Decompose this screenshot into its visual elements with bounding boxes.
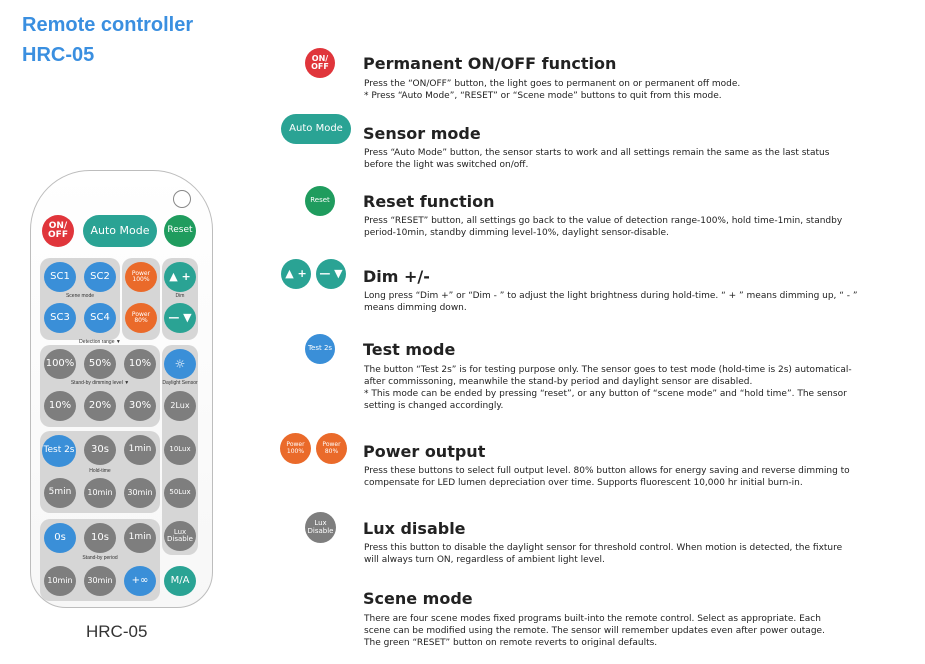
standby-10min-button[interactable]: 10min	[44, 566, 76, 596]
standby-infinite-button[interactable]: +∞	[124, 566, 156, 596]
lux-50-button[interactable]: 50Lux	[164, 478, 196, 508]
section-title-reset: Reset function	[363, 192, 495, 211]
detection-100-button[interactable]: 100%	[44, 349, 76, 379]
manual-auto-button[interactable]: M/A	[164, 566, 196, 596]
section-title-scene: Scene mode	[363, 589, 473, 608]
section-body-sensor: Press “Auto Mode” button, the sensor sta…	[364, 148, 830, 170]
lux-disable-button[interactable]: Lux Disable	[164, 521, 196, 551]
dim-label: Dim	[175, 293, 185, 299]
lux-2-button[interactable]: 2Lux	[164, 391, 196, 421]
standby-period-label: Stand-by period	[82, 555, 118, 561]
section-body-power: Press these buttons to select full outpu…	[364, 466, 850, 488]
power-100-button[interactable]: Power 100%	[125, 262, 157, 292]
power-80-icon: Power 80%	[316, 433, 347, 464]
scene-mode-label: Scene mode	[65, 293, 95, 299]
standby-dim-20-button[interactable]: 20%	[84, 391, 116, 421]
section-body-dim: Long press “Dim +” or “Dim - ” to adjust…	[364, 291, 858, 313]
lux-disable-icon: Lux Disable	[305, 512, 336, 543]
dim-up-icon: ▲ +	[281, 259, 311, 289]
on-off-icon: ON/ OFF	[305, 48, 335, 78]
lux-10-button[interactable]: 10Lux	[164, 435, 196, 465]
sun-icon: ☼	[174, 356, 186, 371]
detection-50-button[interactable]: 50%	[84, 349, 116, 379]
power-80-button[interactable]: Power 80%	[125, 303, 157, 333]
standby-dim-30-button[interactable]: 30%	[124, 391, 156, 421]
daylight-sensor-label: Daylight Sensor	[162, 380, 198, 386]
standby-0s-button[interactable]: 0s	[44, 523, 76, 553]
detection-10-button[interactable]: 10%	[124, 349, 156, 379]
section-body-lux: Press this button to disable the dayligh…	[364, 543, 843, 565]
auto-mode-icon: Auto Mode	[281, 114, 351, 144]
reset-icon: Reset	[305, 186, 335, 216]
standby-dim-10-button[interactable]: 10%	[44, 391, 76, 421]
section-title-lux: Lux disable	[363, 519, 466, 538]
model-title: HRC-05	[22, 44, 95, 66]
section-title-power: Power output	[363, 442, 486, 461]
detection-range-label: Detection range ▼	[79, 339, 121, 345]
scene-3-button[interactable]: SC3	[44, 303, 76, 333]
ir-sensor-icon	[173, 190, 191, 208]
section-body-scene: There are four scene modes fixed program…	[364, 614, 825, 648]
scene-1-button[interactable]: SC1	[44, 262, 76, 292]
daylight-sensor-button[interactable]: ☼	[164, 349, 196, 379]
section-body-permanent: Press the “ON/OFF” button, the light goe…	[364, 79, 741, 101]
section-title-permanent: Permanent ON/OFF function	[363, 54, 617, 73]
hold-1min-button[interactable]: 1min	[124, 435, 156, 465]
hold-30s-button[interactable]: 30s	[84, 435, 116, 465]
scene-2-button[interactable]: SC2	[84, 262, 116, 292]
page-title: Remote controller	[22, 14, 194, 36]
scene-4-button[interactable]: SC4	[84, 303, 116, 333]
hold-10min-button[interactable]: 10min	[84, 478, 116, 508]
section-title-dim: Dim +/-	[363, 267, 430, 286]
standby-dimming-label: Stand-by dimming level ▼	[70, 380, 130, 386]
dim-down-icon: — ▼	[316, 259, 346, 289]
section-body-test: The button “Test 2s” is for testing purp…	[364, 365, 852, 411]
section-body-reset: Press “RESET” button, all settings go ba…	[364, 216, 843, 238]
hold-30min-button[interactable]: 30min	[124, 478, 156, 508]
test-2s-button[interactable]: Test 2s	[42, 435, 76, 467]
remote-caption: HRC-05	[86, 622, 148, 641]
section-title-sensor: Sensor mode	[363, 124, 481, 143]
section-title-test: Test mode	[363, 340, 456, 359]
standby-10s-button[interactable]: 10s	[84, 523, 116, 553]
test-2s-icon: Test 2s	[305, 334, 335, 364]
hold-5min-button[interactable]: 5min	[44, 478, 76, 508]
power-100-icon: Power 100%	[280, 433, 311, 464]
reset-button[interactable]: Reset	[164, 215, 196, 247]
dim-down-button[interactable]: — ▼	[164, 303, 196, 333]
auto-mode-button[interactable]: Auto Mode	[83, 215, 157, 247]
on-off-button[interactable]: ON/ OFF	[42, 215, 74, 247]
dim-up-button[interactable]: ▲ +	[164, 262, 196, 292]
hold-time-label: Hold-time	[89, 468, 111, 474]
standby-1min-button[interactable]: 1min	[124, 523, 156, 553]
standby-30min-button[interactable]: 30min	[84, 566, 116, 596]
